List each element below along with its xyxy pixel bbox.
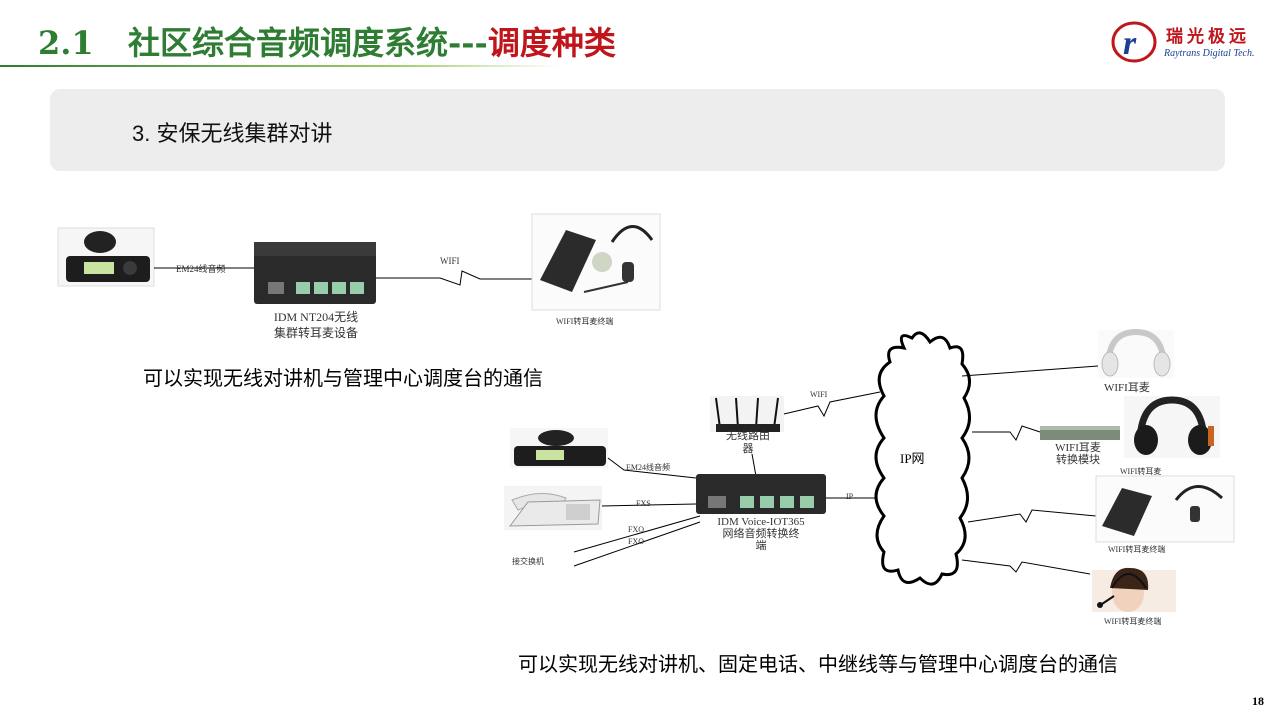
ip-cloud-icon	[874, 331, 971, 586]
fxo-label-1: FXO	[628, 525, 645, 534]
wifi-router-icon	[710, 396, 784, 432]
logo-emblem-icon: r	[1111, 21, 1157, 63]
wifi-label-top: WIFI	[440, 256, 460, 266]
caption-bottom: 可以实现无线对讲机、固定电话、中继线等与管理中心调度台的通信	[518, 654, 1118, 676]
router-label-line1: 无线路由	[726, 430, 770, 442]
wifi-link-top	[376, 270, 532, 286]
router-label-line2: 器	[742, 443, 754, 455]
iot365-label-line3: 端	[755, 540, 767, 552]
em24-label-bottom: EM24线音频	[626, 463, 670, 472]
fxo-link-1	[573, 515, 701, 553]
link-operator	[961, 559, 1091, 575]
module-label: WIFI耳麦 转换模块	[1042, 442, 1114, 466]
fxs-link	[601, 503, 697, 507]
ip-label: IP	[846, 492, 854, 501]
title-underline	[0, 65, 560, 67]
radio-device-icon	[57, 227, 155, 287]
wifi-module-icon	[1040, 426, 1120, 440]
terminal-label-bottom: WIFI转耳麦终端	[1108, 545, 1166, 554]
wifi-link-router	[783, 391, 881, 418]
fxo-label-2: FXO	[628, 537, 645, 546]
em24-label-top: EM24线音频	[176, 264, 226, 274]
black-headset-icon	[1124, 396, 1220, 458]
terminal-label-top: WIFI转耳麦终端	[556, 317, 614, 326]
logo-name: 瑞光极远	[1166, 27, 1250, 47]
link-terminal	[967, 509, 1097, 523]
caption-top: 可以实现无线对讲机与管理中心调度台的通信	[143, 368, 543, 390]
iot365-label: IDM Voice-IOT365 网络音频转换终 端	[694, 516, 828, 552]
headset-terminal-2-icon	[1095, 475, 1235, 543]
svg-text:r: r	[1123, 25, 1137, 62]
wifi-label-bottom: WIFI	[810, 390, 828, 399]
router-device-link	[751, 453, 757, 477]
router-label: 无线路由 器	[708, 430, 788, 456]
cloud-label: IP网	[900, 451, 925, 466]
wifi-headset-icon	[1098, 328, 1174, 378]
nt204-label: IDM NT204无线 集群转耳麦设备	[250, 309, 382, 341]
section-header-box: 3. 安保无线集群对讲	[50, 89, 1225, 171]
module-label-line2: 转换模块	[1056, 454, 1100, 466]
page-title: 2.1 社区综合音频调度系统---调度种类	[38, 18, 616, 64]
radio-device-2-icon	[510, 428, 608, 468]
section-label: 3. 安保无线集群对讲	[132, 121, 333, 146]
operator-label: WIFI转耳麦终端	[1104, 617, 1162, 626]
company-logo: r 瑞光极远 Raytrans Digital Tech.	[1110, 18, 1270, 68]
wifi-headset-label: WIFI耳麦	[1104, 382, 1150, 394]
title-accent: 调度种类	[487, 24, 616, 62]
desk-phone-icon	[504, 486, 602, 530]
iot365-label-line1: IDM Voice-IOT365	[717, 516, 805, 528]
operator-photo-icon	[1092, 567, 1176, 612]
logo-subtitle: Raytrans Digital Tech.	[1164, 48, 1255, 59]
nt204-device-icon	[254, 242, 376, 304]
title-main: 社区综合音频调度系统---	[127, 24, 488, 62]
link-wifi-headset	[961, 365, 1099, 377]
page-number: 18	[1252, 694, 1264, 708]
headset-conv-label: WIFI转耳麦	[1120, 467, 1162, 476]
headset-terminal-icon	[531, 213, 661, 311]
link-module	[972, 425, 1041, 441]
iot365-device-icon	[696, 474, 826, 514]
iot365-label-line2: 网络音频转换终	[722, 528, 800, 540]
section-number: 2.1	[38, 24, 94, 62]
switch-label: 接交换机	[512, 557, 544, 566]
module-label-line1: WIFI耳麦	[1055, 442, 1101, 454]
nt204-label-line1: IDM NT204无线	[273, 310, 359, 324]
title-bar: 2.1 社区综合音频调度系统---调度种类	[0, 0, 1280, 70]
em24-link-bottom	[607, 457, 697, 479]
nt204-label-line2: 集群转耳麦设备	[273, 326, 358, 340]
fxs-label: FXS	[636, 499, 651, 508]
fxo-link-2	[573, 521, 701, 567]
